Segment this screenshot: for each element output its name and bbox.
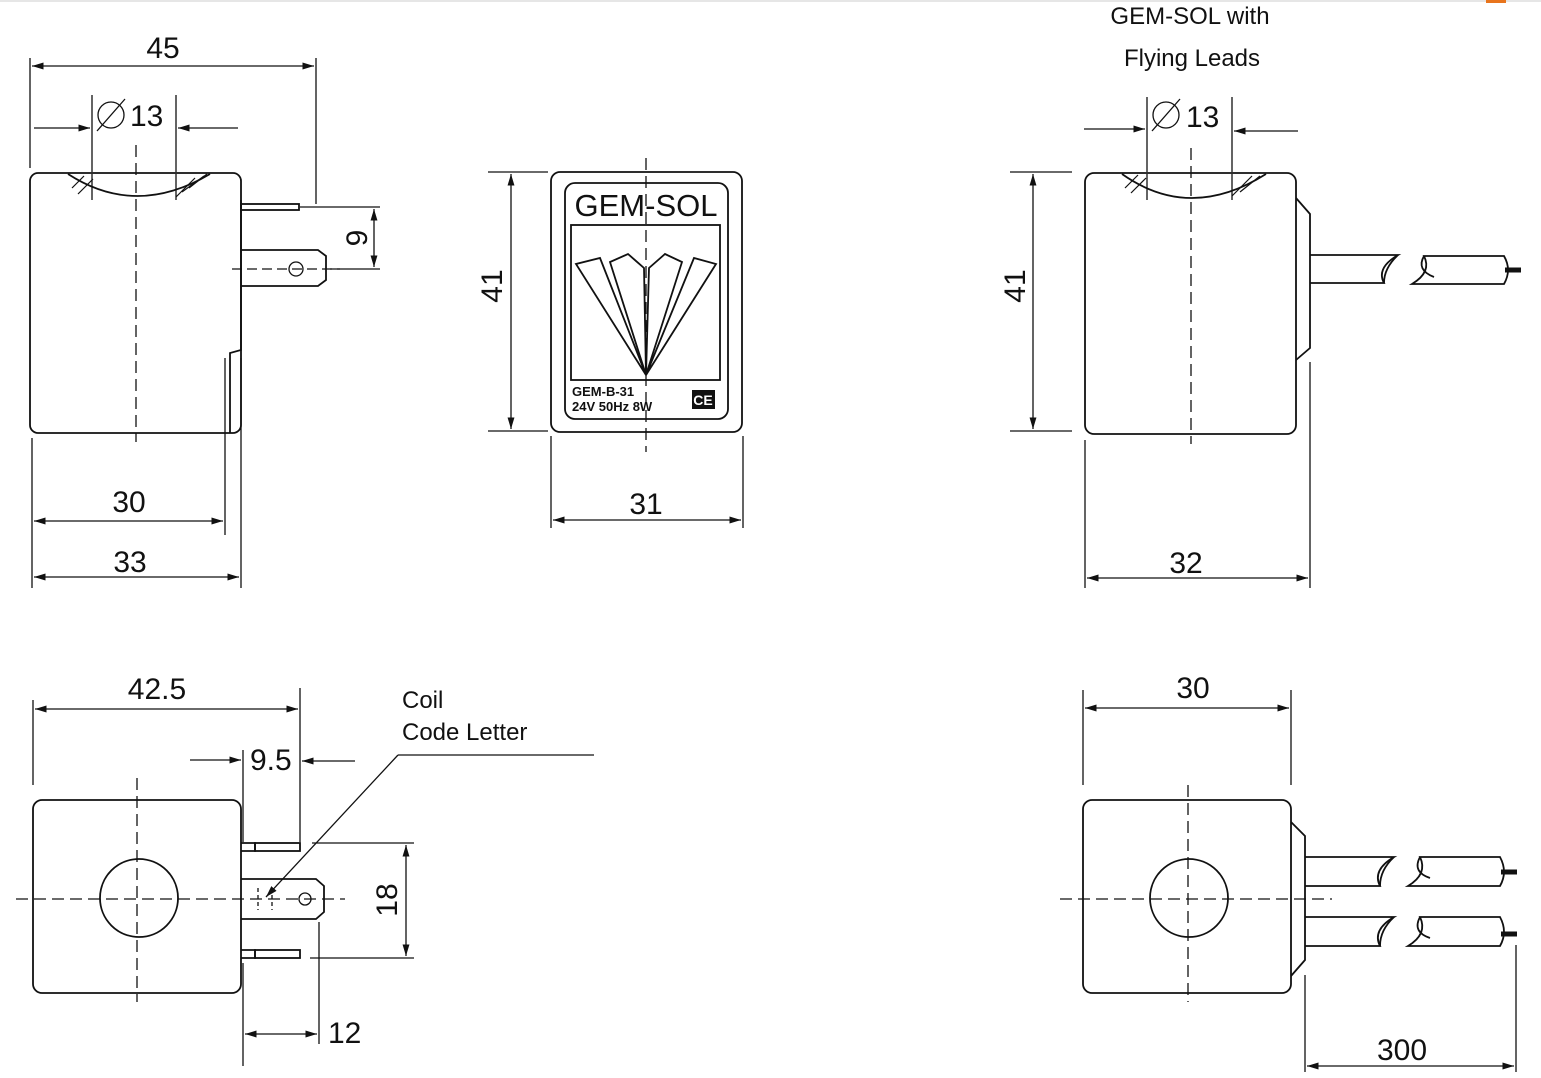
front-view: GEM-SOL GEM-B-31 24V 50Hz 8W CE 41 31 [476,158,744,528]
dim-bore-diameter: 13 [130,100,163,133]
dim-inner-width: 30 [112,486,145,519]
gem-logo-icon [574,252,718,376]
svg-text:CE: CE [693,392,712,408]
diameter-symbol-icon [1152,101,1180,129]
side-view-flying-leads: GEM-SOL with Flying Leads 13 41 32 [999,3,1521,588]
caption-flying-leads-line1: GEM-SOL with [1110,3,1269,30]
dim-lead-length: 300 [1377,1034,1427,1067]
dim-body-width: 33 [113,546,146,579]
dim-overall-length: 42.5 [128,673,186,706]
dim-terminal-length: 9.5 [250,744,292,777]
diameter-symbol-icon [97,101,125,129]
dim-leads-bore-diameter: 13 [1186,101,1219,134]
dim-leads-height: 41 [999,269,1032,302]
dim-front-height: 41 [476,269,509,302]
nameplate-rating: 24V 50Hz 8W [572,399,653,414]
corner-accent [1486,0,1506,3]
caption-coil-line1: Coil [402,687,443,714]
caption-flying-leads-line2: Flying Leads [1124,45,1260,72]
end-view-terminals: Coil Code Letter 42.5 9.5 18 12 [16,673,594,1066]
dim-terminal-width: 12 [328,1017,361,1050]
dim-overall-width: 45 [146,32,179,65]
dim-end-body-width: 30 [1176,672,1209,705]
ce-mark-icon [692,390,715,409]
dim-terminal-spacing: 18 [371,883,404,916]
dim-terminal-offset: 9 [341,230,374,247]
dim-leads-width: 32 [1169,547,1202,580]
coil-body [29,172,242,434]
side-view-top-left: 45 13 9 30 33 [29,32,380,588]
dim-front-width: 31 [629,488,662,521]
caption-coil-line2: Code Letter [402,719,527,746]
end-view-flying-leads: 30 300 [1060,672,1517,1072]
nameplate-model: GEM-B-31 [572,384,634,399]
